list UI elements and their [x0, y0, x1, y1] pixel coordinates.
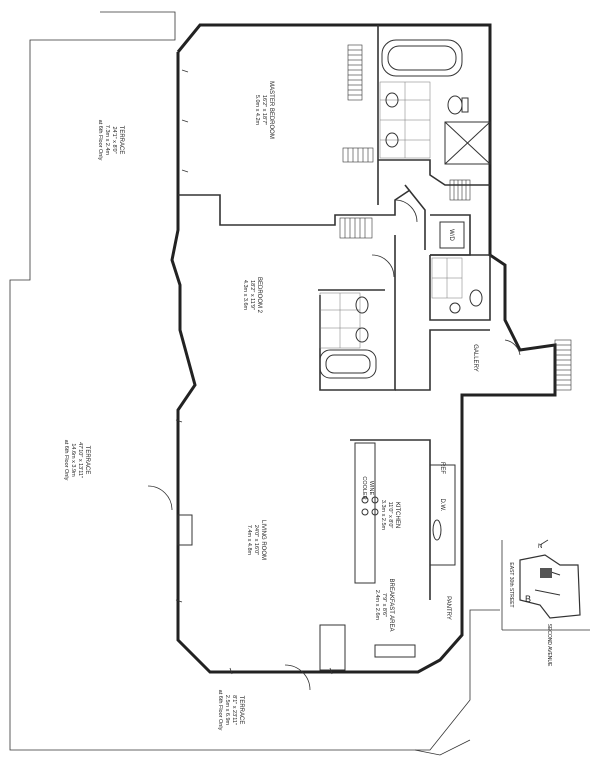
svg-text:W/D: W/D — [448, 229, 454, 241]
bedroom2-sink — [355, 327, 369, 343]
svg-text:11'0" x 8'0": 11'0" x 8'0" — [387, 502, 393, 529]
closet-living — [319, 624, 346, 671]
master-bathtub — [381, 39, 463, 77]
label-breakfast-area: BREAKFAST AREA 7'9" x 8'6" 2.4m x 2.6m — [374, 579, 394, 632]
svg-text:BREAKFAST AREA: BREAKFAST AREA — [388, 579, 394, 632]
master-toilet — [447, 95, 463, 115]
svg-text:TERRACE: TERRACE — [84, 446, 90, 475]
master-sink-2 — [385, 132, 399, 148]
svg-text:7.3m x 2.4m: 7.3m x 2.4m — [104, 125, 110, 156]
wall-master-bedroom-south — [178, 189, 411, 226]
svg-text:7.4m x 4.8m: 7.4m x 4.8m — [246, 525, 252, 556]
label-pantry: PANTRY — [445, 596, 451, 620]
wall-gallery — [395, 329, 490, 391]
master-sink-1 — [385, 92, 399, 108]
label-gallery: GALLERY — [472, 344, 478, 372]
svg-text:WINE: WINE — [368, 481, 374, 496]
fireplace — [177, 514, 193, 546]
svg-text:PANTRY: PANTRY — [445, 596, 451, 620]
label-avenue: SECOND AVENUE — [546, 624, 552, 667]
svg-text:24'1" x 8'0": 24'1" x 8'0" — [111, 126, 117, 153]
label-terrace-bottom: TERRACE 8'1" x 23'11" 2.5m x 6.9m at 6th… — [217, 690, 244, 731]
master-bath-tile — [379, 81, 431, 159]
svg-text:REF: REF — [439, 462, 445, 474]
kitchen-island — [429, 464, 456, 566]
svg-text:18'2" x 11'9": 18'2" x 11'9" — [249, 280, 255, 310]
key-plan — [501, 539, 590, 631]
svg-text:LIVING ROOM: LIVING ROOM — [260, 520, 266, 560]
wd-closet — [439, 221, 465, 249]
wall-bath-master-2 — [378, 159, 490, 186]
master-shower — [444, 121, 491, 165]
label-wd: W/D — [448, 229, 454, 241]
bedroom2-toilet — [355, 296, 369, 314]
svg-text:MASTER BEDROOM: MASTER BEDROOM — [268, 81, 274, 139]
svg-text:TERRACE: TERRACE — [238, 696, 244, 725]
label-wine-cooler: WINE COOLER — [361, 476, 374, 499]
kitchen-sink — [432, 519, 442, 541]
svg-text:16'2" x 18'7": 16'2" x 18'7" — [261, 95, 267, 125]
door-swings — [147, 199, 521, 691]
label-dw: D.W. — [439, 499, 445, 512]
powder-sink — [449, 302, 461, 314]
svg-text:14.6m x 3.9m: 14.6m x 3.9m — [70, 443, 76, 477]
svg-text:2.5m x 6.9m: 2.5m x 6.9m — [224, 695, 230, 726]
svg-text:2.4m x 2.6m: 2.4m x 2.6m — [374, 590, 380, 621]
window-marks — [175, 69, 333, 675]
terrace-boundary — [9, 11, 500, 751]
label-ref: REF — [439, 462, 445, 474]
svg-text:SECOND AVENUE: SECOND AVENUE — [546, 624, 552, 667]
svg-text:D.W.: D.W. — [439, 499, 445, 512]
svg-text:4.3m x 3.6m: 4.3m x 3.6m — [242, 280, 248, 311]
label-terrace-top: TERRACE 24'1" x 8'0" 7.3m x 2.4m at 6th … — [97, 120, 124, 161]
svg-text:KITCHEN: KITCHEN — [394, 502, 400, 528]
svg-text:TERRACE: TERRACE — [118, 126, 124, 155]
kitchen-counter — [354, 442, 376, 584]
svg-text:24'0" x 16'0": 24'0" x 16'0" — [253, 525, 259, 555]
svg-text:5.0m x 4.2m: 5.0m x 4.2m — [254, 95, 260, 126]
svg-text:GALLERY: GALLERY — [472, 344, 478, 372]
label-living-room: LIVING ROOM 24'0" x 16'0" 7.4m x 4.8m — [246, 520, 266, 560]
label-bedroom-2: BEDROOM 2 18'2" x 11'9" 4.3m x 3.6m — [242, 277, 262, 314]
svg-text:at 6th Floor Only: at 6th Floor Only — [97, 120, 103, 161]
bedroom2-bathtub — [319, 349, 377, 379]
label-street: EAST 30th STREET — [508, 562, 514, 607]
svg-text:7'9" x 8'6": 7'9" x 8'6" — [381, 593, 387, 617]
svg-text:at 6th Floor Only: at 6th Floor Only — [63, 440, 69, 481]
label-unit-letter: B — [525, 594, 531, 604]
closet-shelving — [339, 44, 572, 391]
label-kitchen: KITCHEN 11'0" x 8'0" 3.3m x 2.5m — [380, 500, 400, 531]
svg-text:3.3m x 2.5m: 3.3m x 2.5m — [380, 500, 386, 531]
svg-text:47'10" x 13'11": 47'10" x 13'11" — [77, 442, 83, 478]
label-terrace-main: TERRACE 47'10" x 13'11" 14.6m x 3.9m at … — [63, 440, 90, 481]
svg-text:EAST 30th STREET: EAST 30th STREET — [508, 562, 514, 607]
wall-closet — [404, 184, 426, 250]
powder-toilet — [469, 289, 483, 307]
svg-text:BEDROOM 2: BEDROOM 2 — [256, 277, 262, 314]
breakfast-window-unit — [374, 644, 416, 658]
bedroom2-bath-tile — [319, 292, 361, 349]
wall-powder — [429, 254, 491, 321]
powder-tile — [431, 257, 463, 299]
svg-text:at 6th Floor Only: at 6th Floor Only — [217, 690, 223, 731]
exterior-wall — [170, 23, 557, 674]
svg-text:COOLER: COOLER — [361, 476, 367, 499]
svg-text:8'1" x 23'11": 8'1" x 23'11" — [231, 695, 237, 725]
terrace-boundary-right — [414, 739, 471, 756]
north-arrow-label: N — [538, 544, 542, 550]
label-master-bedroom: MASTER BEDROOM 16'2" x 18'7" 5.0m x 4.2m — [254, 81, 274, 139]
